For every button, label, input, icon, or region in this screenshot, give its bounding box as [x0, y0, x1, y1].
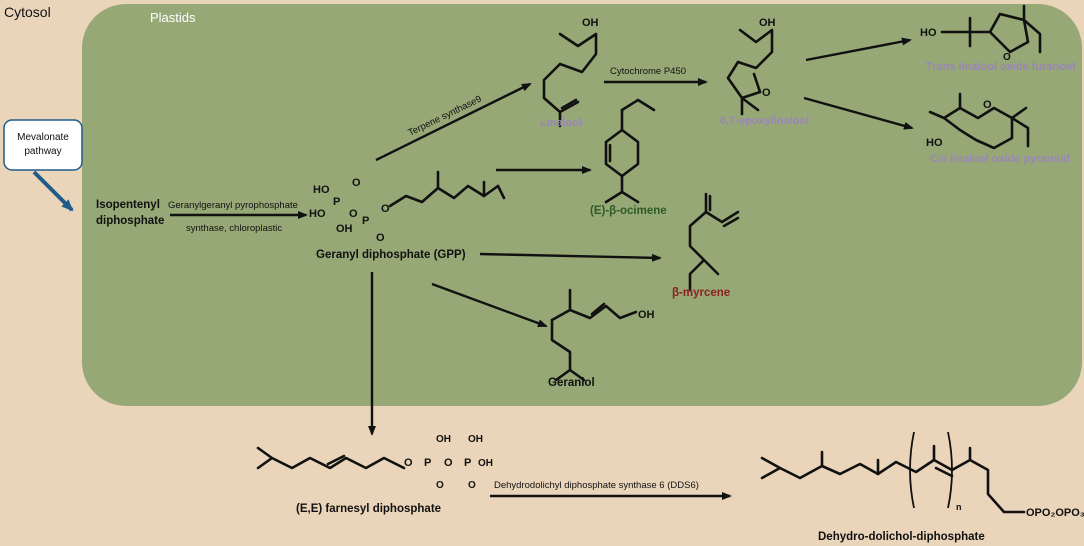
geraniol-label: Geraniol: [548, 377, 595, 389]
gpp-structure: HO HO P O O P OH O O: [309, 170, 506, 244]
svg-text:O: O: [376, 232, 385, 244]
svg-text:OH: OH: [478, 458, 493, 469]
svg-text:O: O: [349, 208, 358, 220]
ggpps-label-line2: synthase, chloroplastic: [186, 223, 282, 234]
ocimene-structure: [604, 98, 656, 204]
dehydro-structure: [760, 431, 1026, 514]
myrcene-label: β-myrcene: [672, 287, 730, 299]
dehydro-label: Dehydro-dolichol-diphosphate: [818, 531, 985, 543]
p450-label: Cytochrome P450: [610, 66, 686, 77]
cis-pyranoid-structure: O HO: [926, 92, 1030, 150]
svg-text:OH: OH: [582, 17, 599, 29]
ipp-label-line1: Isopentenyl: [96, 199, 160, 211]
mevalonate-pathway-box: [3, 119, 83, 171]
svg-text:P: P: [424, 457, 431, 469]
trans-furanoid-label: Trans linalool oxide furanoid: [926, 61, 1076, 73]
dds6-label: Dehydrodolichyl diphosphate synthase 6 (…: [494, 480, 699, 491]
svg-text:OH: OH: [468, 434, 483, 445]
epoxylinalool-label: 6,7-epoxylinalool: [720, 115, 809, 127]
svg-text:O: O: [468, 480, 476, 491]
mevalonate-arrow: [32, 170, 74, 212]
linalool-structure: OH: [542, 17, 599, 128]
epoxy-to-pyranoid-arrow: [803, 96, 914, 130]
ocimene-label: (E)-β-ocimene: [590, 205, 667, 217]
svg-text:O: O: [352, 177, 361, 189]
svg-text:OH: OH: [638, 309, 655, 321]
linalool-label: Linalool: [540, 117, 582, 129]
epoxy-to-furanoid-arrow: [805, 37, 912, 62]
svg-text:OH: OH: [759, 17, 776, 29]
svg-text:HO: HO: [313, 184, 330, 196]
epoxylinalool-structure: OH O: [726, 17, 776, 116]
mevalonate-line2: pathway: [24, 146, 61, 157]
svg-text:O: O: [762, 87, 771, 99]
gpp-to-myrcene-arrow: [479, 252, 662, 262]
svg-text:P: P: [333, 196, 340, 208]
svg-text:OH: OH: [436, 434, 451, 445]
ipp-label-line2: diphosphate: [96, 215, 164, 227]
svg-text:O: O: [983, 99, 992, 111]
svg-text:OH: OH: [336, 223, 353, 235]
repeat-n-label: n: [956, 502, 962, 512]
svg-text:O: O: [436, 480, 444, 491]
svg-text:O: O: [381, 203, 390, 215]
ggpps-label-line1: Geranylgeranyl pyrophosphate: [168, 200, 298, 211]
svg-text:O: O: [404, 457, 413, 469]
svg-text:HO: HO: [920, 27, 937, 39]
svg-text:O: O: [444, 457, 453, 469]
gpp-label: Geranyl diphosphate (GPP): [316, 249, 466, 261]
fpp-structure: O P O P OH OH O O OH: [256, 434, 493, 491]
fpp-label: (E,E) farnesyl diphosphate: [296, 503, 441, 515]
svg-text:O: O: [1003, 52, 1011, 63]
cytosol-label: Cytosol: [4, 4, 51, 20]
plastid-region: [82, 4, 1082, 406]
myrcene-structure: [688, 192, 740, 292]
svg-text:P: P: [464, 457, 471, 469]
mevalonate-line1: Mevalonate: [17, 132, 69, 143]
trans-furanoid-structure: HO O: [920, 4, 1042, 63]
dehydro-phosphate-group: OPO₂OPO₃³⁻: [1026, 507, 1084, 519]
gpp-to-linalool-arrow: [375, 82, 532, 162]
cis-pyranoid-label: Cis linalool oxide pyranoid: [930, 153, 1070, 165]
geraniol-structure: OH: [550, 288, 655, 382]
plastids-label: Plastids: [150, 10, 196, 25]
svg-text:HO: HO: [309, 208, 326, 220]
svg-text:HO: HO: [926, 137, 943, 149]
gpp-to-geraniol-arrow: [431, 282, 548, 328]
svg-text:P: P: [362, 215, 369, 227]
